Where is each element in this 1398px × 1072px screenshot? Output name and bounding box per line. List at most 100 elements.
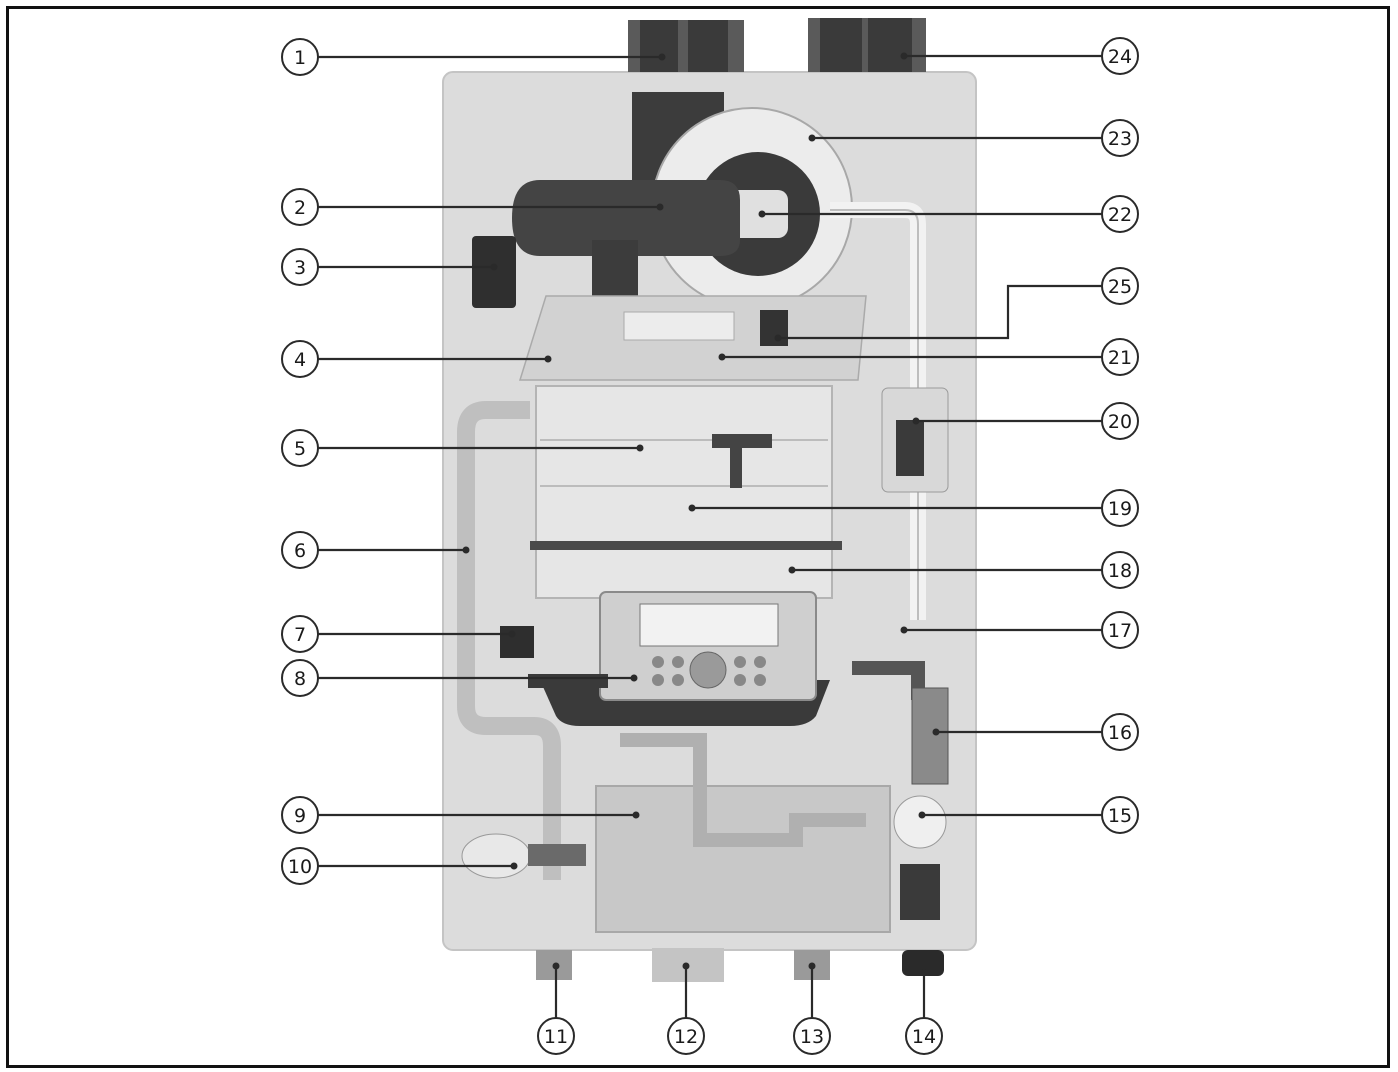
callout-23: 23: [1101, 119, 1139, 157]
leader-dot-24: [900, 52, 908, 60]
callout-circle: [1101, 611, 1139, 649]
callout-circle: [793, 1017, 831, 1055]
callout-circle: [281, 248, 319, 286]
flue-connector-right: [808, 18, 926, 72]
callout-circle: [1101, 195, 1139, 233]
leader-dot-12: [682, 962, 690, 970]
callout-circle: [1101, 37, 1139, 75]
callout-circle: [1101, 338, 1139, 376]
leader-dot-11: [552, 962, 560, 970]
callout-number: 19: [1108, 498, 1132, 520]
callout-circle: [905, 1017, 943, 1055]
callout-24: 24: [1101, 37, 1139, 75]
callout-4: 4: [281, 340, 319, 378]
callout-number: 21: [1108, 347, 1132, 369]
callout-number: 4: [294, 349, 306, 371]
callout-circle: [1101, 489, 1139, 527]
leader-dot-5: [636, 444, 644, 452]
callout-11: 11: [537, 1017, 575, 1055]
leader-dot-7: [508, 630, 516, 638]
callout-number: 16: [1108, 722, 1132, 744]
callout-1: 1: [281, 38, 319, 76]
callout-circle: [667, 1017, 705, 1055]
leader-dot-13: [808, 962, 816, 970]
callout-circle: [1101, 796, 1139, 834]
callout-circle: [1101, 267, 1139, 305]
pressure-switch: [472, 236, 516, 308]
leader-dot-2: [656, 203, 664, 211]
callout-number: 11: [544, 1026, 568, 1048]
leader-dot-21: [718, 353, 726, 361]
callout-21: 21: [1101, 338, 1139, 376]
callout-19: 19: [1101, 489, 1139, 527]
callout-number: 12: [674, 1026, 698, 1048]
callout-circle: [1101, 402, 1139, 440]
callout-circle: [281, 340, 319, 378]
callout-number: 23: [1108, 128, 1132, 150]
leader-dot-10: [510, 862, 518, 870]
callout-number: 10: [288, 856, 312, 878]
leader-dot-8: [630, 674, 638, 682]
callout-8: 8: [281, 659, 319, 697]
callout-number: 20: [1108, 411, 1132, 433]
callout-9: 9: [281, 796, 319, 834]
flow-bar: [530, 541, 842, 550]
callout-number: 1: [294, 47, 306, 69]
expansion-bar: [528, 674, 608, 688]
callout-circle: [1101, 119, 1139, 157]
callout-circle: [281, 188, 319, 226]
leader-dot-18: [788, 566, 796, 574]
flue-connector-left: [628, 20, 744, 72]
callout-number: 5: [294, 438, 306, 460]
leader-dot-22: [758, 210, 766, 218]
callout-3: 3: [281, 248, 319, 286]
callout-15: 15: [1101, 796, 1139, 834]
callout-number: 7: [294, 624, 306, 646]
callout-circle: [281, 659, 319, 697]
small-sensor: [500, 626, 534, 658]
callout-12: 12: [667, 1017, 705, 1055]
callout-circle: [281, 615, 319, 653]
heat-exchanger: [535, 385, 833, 599]
callout-number: 17: [1108, 620, 1132, 642]
leader-dot-15: [918, 811, 926, 819]
leader-dot-14: [920, 962, 928, 970]
leader-dot-1: [658, 53, 666, 61]
callout-circle: [281, 847, 319, 885]
leader-lines: [318, 52, 1102, 1018]
display-screen: [639, 603, 779, 647]
leader-dot-9: [632, 811, 640, 819]
callout-number: 22: [1108, 204, 1132, 226]
diverter-valve: [911, 687, 949, 785]
callout-10: 10: [281, 847, 319, 885]
callout-13: 13: [793, 1017, 831, 1055]
left-pipe: [457, 401, 561, 880]
air-intake-elbow: [512, 180, 740, 256]
leader-dot-3: [490, 263, 498, 271]
callout-17: 17: [1101, 611, 1139, 649]
leader-dot-16: [932, 728, 940, 736]
callout-circle: [281, 796, 319, 834]
gas-valve: [893, 795, 947, 849]
leader-dot-20: [912, 417, 920, 425]
leader-dot-23: [808, 134, 816, 142]
callout-number: 8: [294, 668, 306, 690]
leader-line-25: [778, 284, 1102, 340]
leader-dot-4: [544, 355, 552, 363]
overheat-sensor: [712, 434, 772, 448]
callout-number: 9: [294, 805, 306, 827]
leader-dot-17: [900, 626, 908, 634]
callout-number: 3: [294, 257, 306, 279]
leader-dot-6: [462, 546, 470, 554]
callout-circle: [1101, 551, 1139, 589]
leader-dot-25: [774, 334, 782, 342]
condensate-tank: [595, 785, 891, 933]
callout-5: 5: [281, 429, 319, 467]
callout-2: 2: [281, 188, 319, 226]
callout-number: 18: [1108, 560, 1132, 582]
callout-25: 25: [1101, 267, 1139, 305]
callout-number: 15: [1108, 805, 1132, 827]
callout-18: 18: [1101, 551, 1139, 589]
